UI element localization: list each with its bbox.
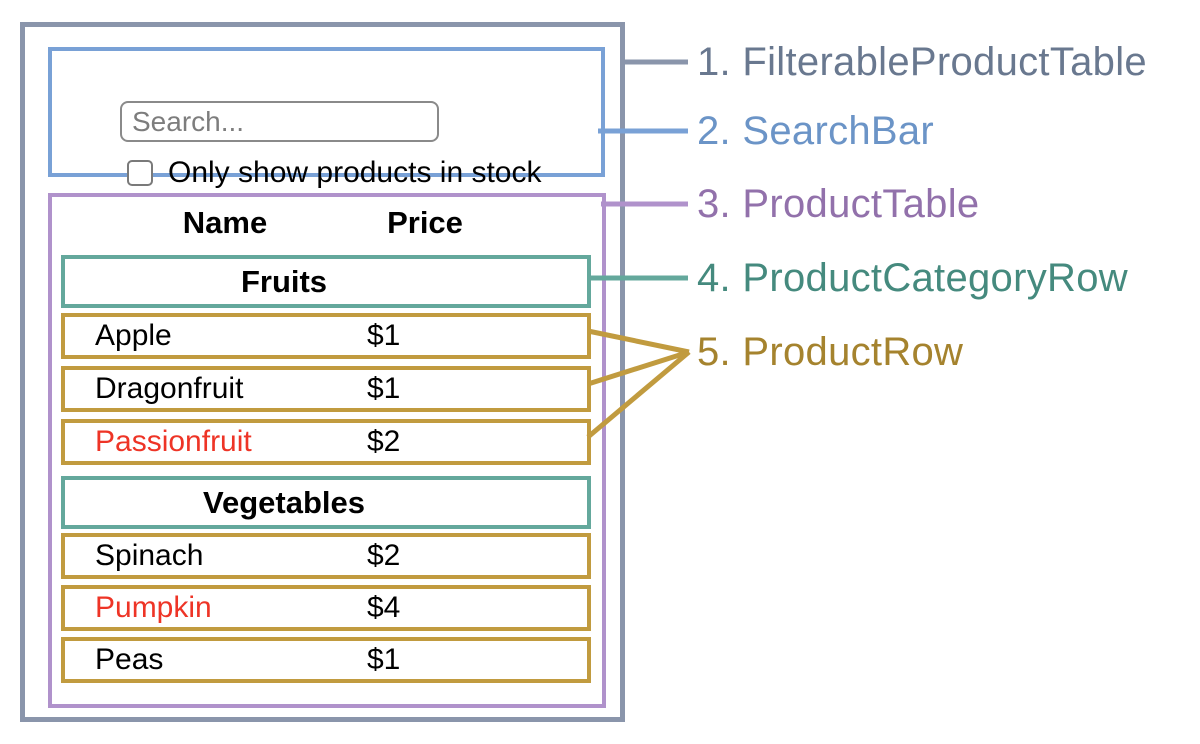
product-category-row-fruits: Fruits [61,255,591,308]
legend-item-product-category-row: 4. ProductCategoryRow [697,256,1128,300]
product-row-pumpkin: Pumpkin $4 [61,585,591,631]
legend-item-search-bar: 2. SearchBar [697,109,935,153]
product-price: $1 [367,372,401,405]
product-row-spinach: Spinach $2 [61,533,591,579]
legend-item-product-table: 3. ProductTable [697,182,980,226]
product-price: $1 [367,319,401,352]
product-name: Pumpkin [95,591,212,624]
category-label: Vegetables [203,484,365,520]
column-header-price: Price [387,205,463,240]
in-stock-checkbox-label: Only show products in stock [168,156,542,189]
product-row-dragonfruit: Dragonfruit $1 [61,366,591,412]
product-price: $2 [367,425,401,458]
in-stock-checkbox[interactable] [127,160,153,186]
product-price: $1 [367,643,401,676]
product-category-row-vegetables: Vegetables [61,476,591,529]
legend-item-product-row: 5. ProductRow [697,330,964,374]
column-header-name: Name [182,205,268,240]
product-name: Apple [95,319,172,352]
product-name: Passionfruit [95,425,252,458]
legend-item-filterable-product-table: 1. FilterableProductTable [697,40,1147,84]
product-price: $4 [367,591,401,624]
search-bar-box: Only show products in stock [48,47,605,189]
category-label: Fruits [240,263,328,299]
product-price: $2 [367,539,401,572]
product-name: Peas [95,643,164,676]
product-row-apple: Apple $1 [61,313,591,359]
product-name: Spinach [95,539,204,572]
product-name: Dragonfruit [95,372,244,405]
in-stock-filter: Only show products in stock [127,156,542,190]
product-table-box: Name Price Fruits Apple $1 Dragonfruit $… [48,193,606,708]
product-row-peas: Peas $1 [61,637,591,683]
filterable-product-table-box: Only show products in stock Name Price F… [20,22,625,722]
product-row-passionfruit: Passionfruit $2 [61,419,591,465]
search-input[interactable] [120,101,439,142]
